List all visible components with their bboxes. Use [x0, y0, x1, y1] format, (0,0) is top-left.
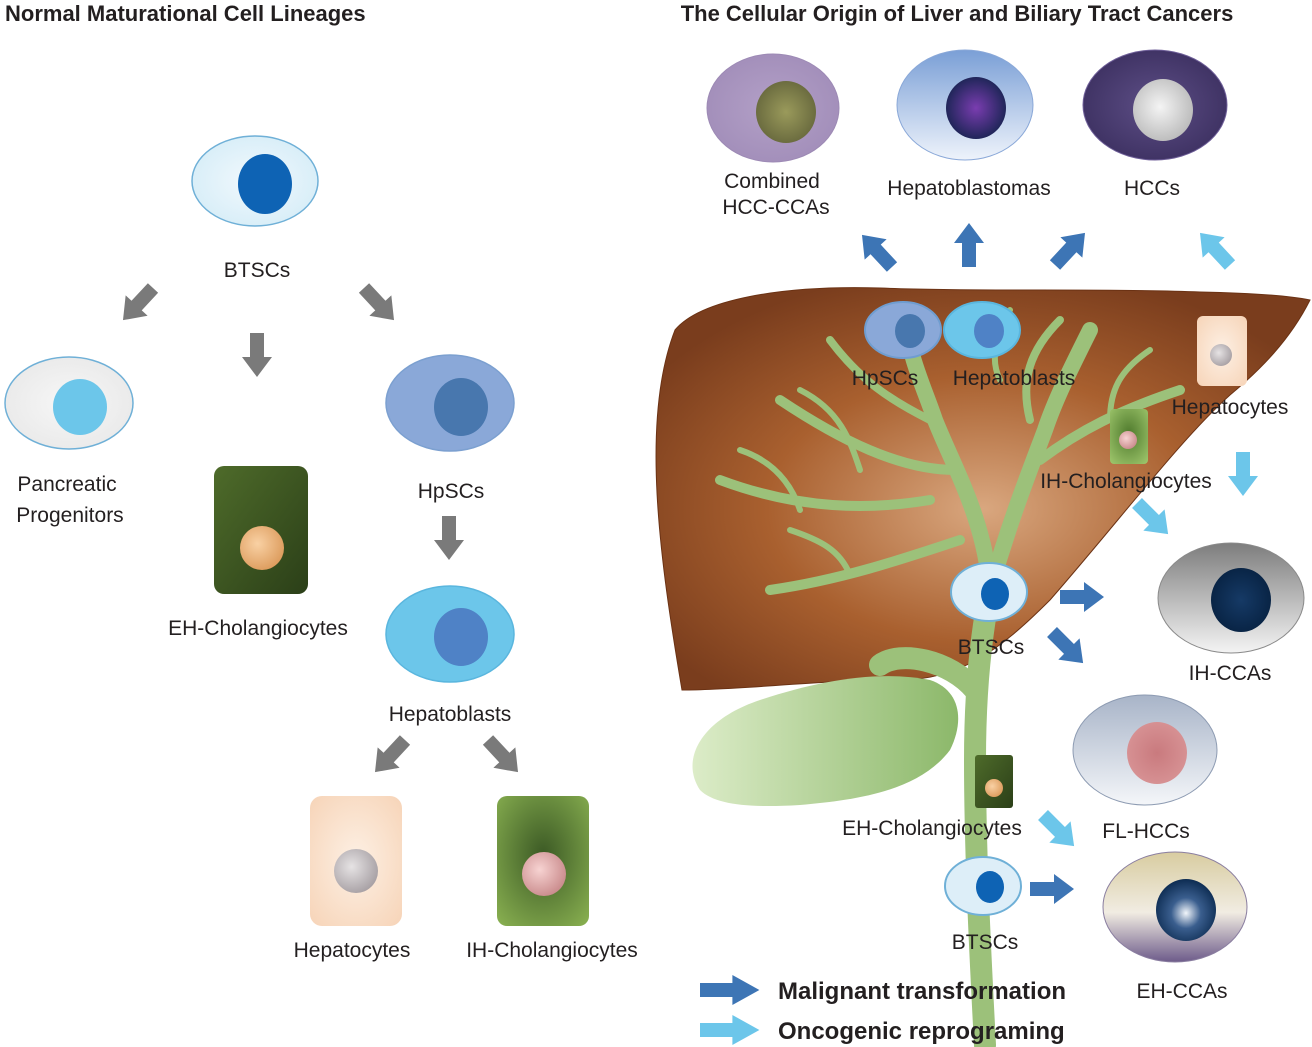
liver-btscs-upper-label: BTSCs [958, 636, 1025, 659]
arrow-to-pancreatic [112, 277, 164, 331]
liver-hpsc-cell [864, 301, 942, 359]
combined-hcc-cca-cell [706, 53, 840, 163]
duct-btscs-lower-label: BTSCs [952, 931, 1019, 954]
eh-ccas-label: EH-CCAs [1136, 980, 1227, 1003]
hepatocyte-cell [310, 796, 402, 926]
hccs-label: HCCs [1124, 177, 1180, 200]
arrow-eh-cholangiocyte-to-eh-cca [1032, 804, 1085, 857]
pancreatic-label-line1: Pancreatic [17, 473, 116, 496]
liver-hepatocytes-label: Hepatocytes [1172, 396, 1289, 419]
arrow-btsc-to-eh-cca [1030, 874, 1074, 904]
arrow-hpsc-to-combined [851, 224, 903, 278]
arrow-hepatocyte-to-ih-cca [1228, 452, 1258, 496]
eh-cholangiocyte-cell [214, 466, 308, 594]
btsc-cell [191, 135, 319, 227]
combined-label-line1: Combined [724, 170, 820, 193]
liver-ih-cholangiocyte-cell [1110, 409, 1148, 464]
hpsc-cell [385, 354, 515, 452]
legend-oncogenic-arrow [700, 1015, 760, 1045]
fl-hccs-label: FL-HCCs [1102, 820, 1190, 843]
hepatoblast-cell [385, 585, 515, 683]
liver-btsc-upper-cell [950, 562, 1028, 622]
arrow-hepatoblast-to-hepatoblastoma [954, 223, 984, 267]
hepatoblastoma-cell [896, 49, 1034, 161]
fl-hcc-cell [1072, 694, 1218, 806]
ih-cholangiocyte-cell [497, 796, 589, 926]
duct-eh-cholangiocytes-label: EH-Cholangiocytes [842, 817, 1022, 840]
left-panel-title: Normal Maturational Cell Lineages [5, 1, 366, 26]
ih-cca-cell [1157, 542, 1305, 654]
btscs-label: BTSCs [224, 259, 291, 282]
liver-hpscs-label: HpSCs [852, 367, 919, 390]
hepatoblasts-label: Hepatoblasts [389, 703, 512, 726]
ih-cholangiocytes-label: IH-Cholangiocytes [466, 939, 638, 962]
right-panel-title: The Cellular Origin of Liver and Biliary… [681, 1, 1234, 26]
hepatocytes-label: Hepatocytes [294, 939, 411, 962]
duct-eh-cholangiocyte-cell [975, 755, 1013, 808]
hcc-cell [1082, 49, 1228, 161]
arrow-hepatocyte-to-hcc [1189, 222, 1241, 276]
liver-hepatocyte-cell [1197, 316, 1247, 386]
pancreatic-progenitor-cell [4, 356, 134, 450]
gallbladder-illustration [692, 647, 986, 807]
legend: Malignant transformation Oncogenic repro… [700, 975, 1066, 1045]
eh-cca-cell [1102, 851, 1248, 963]
hpscs-label: HpSCs [418, 480, 485, 503]
arrow-to-ih-cholangiocytes [477, 729, 529, 783]
arrow-btsc-to-ih-cca [1060, 582, 1104, 612]
arrow-to-eh-cholangiocytes [242, 333, 272, 377]
arrow-hepatoblast-to-hcc [1044, 222, 1096, 276]
duct-btsc-lower-cell [944, 856, 1022, 916]
legend-malignant-label: Malignant transformation [778, 978, 1066, 1005]
arrow-to-hpscs [353, 277, 405, 331]
combined-label-line2: HCC-CCAs [722, 196, 829, 219]
legend-malignant-arrow [700, 975, 760, 1005]
arrow-to-hepatoblasts [434, 516, 464, 560]
arrow-btsc-to-fl-hcc [1041, 621, 1094, 674]
ih-ccas-label: IH-CCAs [1189, 662, 1272, 685]
liver-hepatoblasts-label: Hepatoblasts [953, 367, 1076, 390]
legend-oncogenic-label: Oncogenic reprograming [778, 1018, 1065, 1045]
eh-cholangiocytes-label: EH-Cholangiocytes [168, 617, 348, 640]
hepatoblastomas-label: Hepatoblastomas [887, 177, 1050, 200]
liver-ih-cholangiocytes-label: IH-Cholangiocytes [1040, 470, 1212, 493]
arrow-to-hepatocytes [364, 729, 416, 783]
liver-hepatoblast-cell [943, 301, 1021, 359]
pancreatic-label-line2: Progenitors [16, 504, 123, 527]
